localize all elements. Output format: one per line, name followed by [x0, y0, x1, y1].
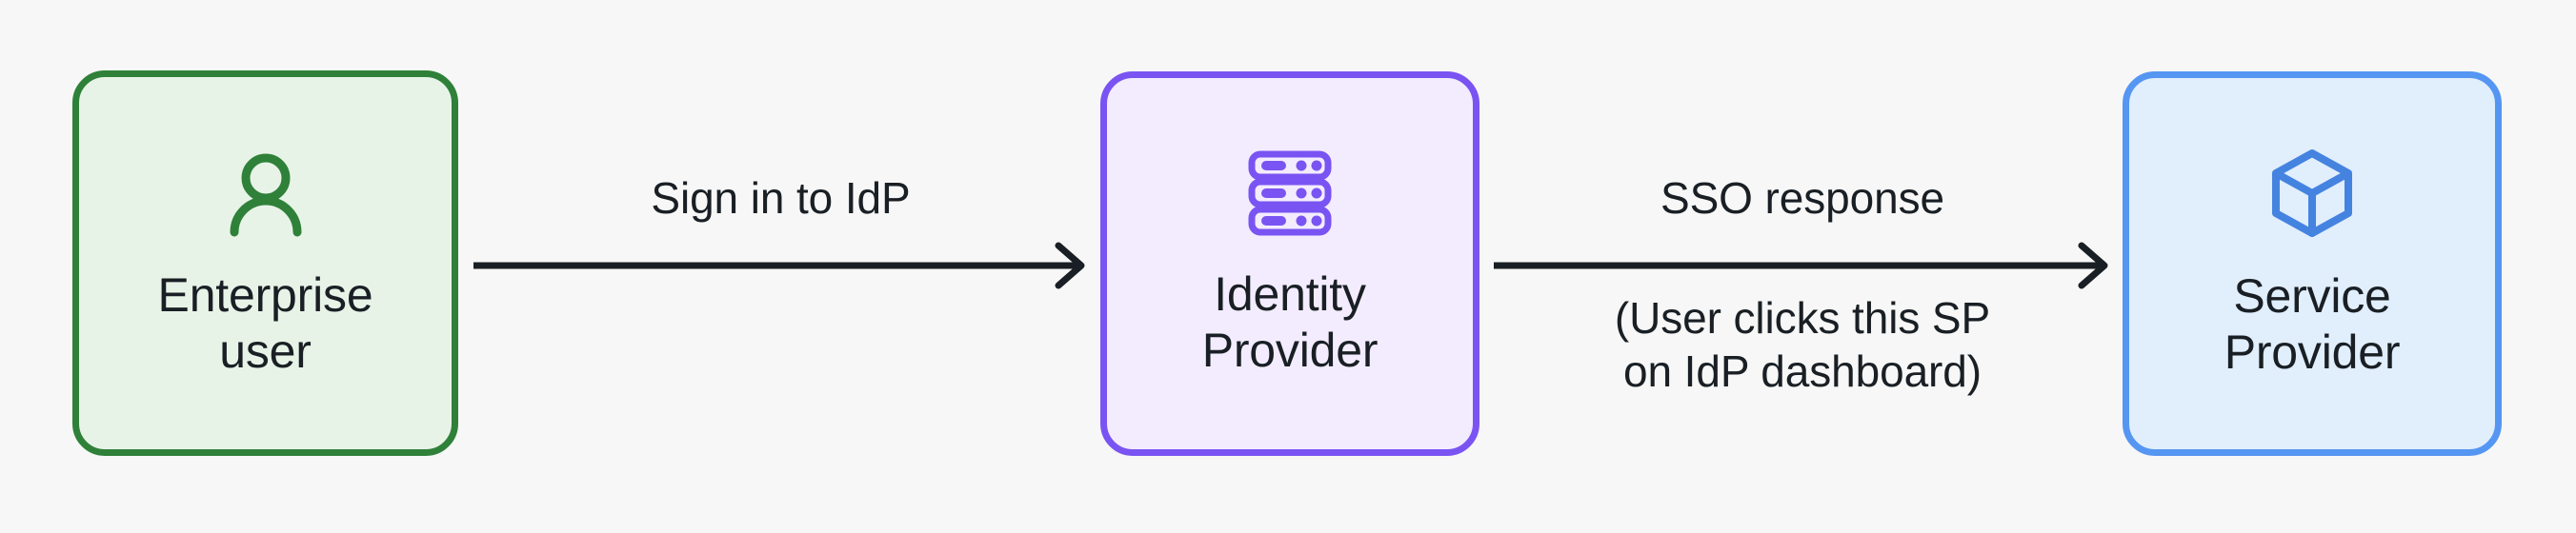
person-icon [220, 147, 312, 243]
node-label-enterprise-user: Enterprise user [157, 268, 373, 378]
edge-label-sign-in-to-idp: Sign in to IdP [651, 173, 911, 223]
node-identity-provider[interactable]: Identity Provider [1100, 71, 1479, 456]
node-label-service-provider: Service Provider [2224, 268, 2401, 379]
edge-label-sso-response: SSO response [1660, 173, 1944, 223]
node-label-identity-provider: Identity Provider [1201, 266, 1379, 377]
cube-icon [2266, 148, 2358, 244]
node-enterprise-user[interactable]: Enterprise user [72, 70, 458, 456]
node-service-provider[interactable]: Service Provider [2123, 71, 2502, 456]
edge-note-user-clicks-sp: (User clicks this SP on IdP dashboard) [1614, 293, 1991, 397]
arrow-user-to-idp [473, 237, 1088, 294]
server-rack-icon [1246, 149, 1334, 242]
arrow-idp-to-sp [1494, 237, 2111, 294]
